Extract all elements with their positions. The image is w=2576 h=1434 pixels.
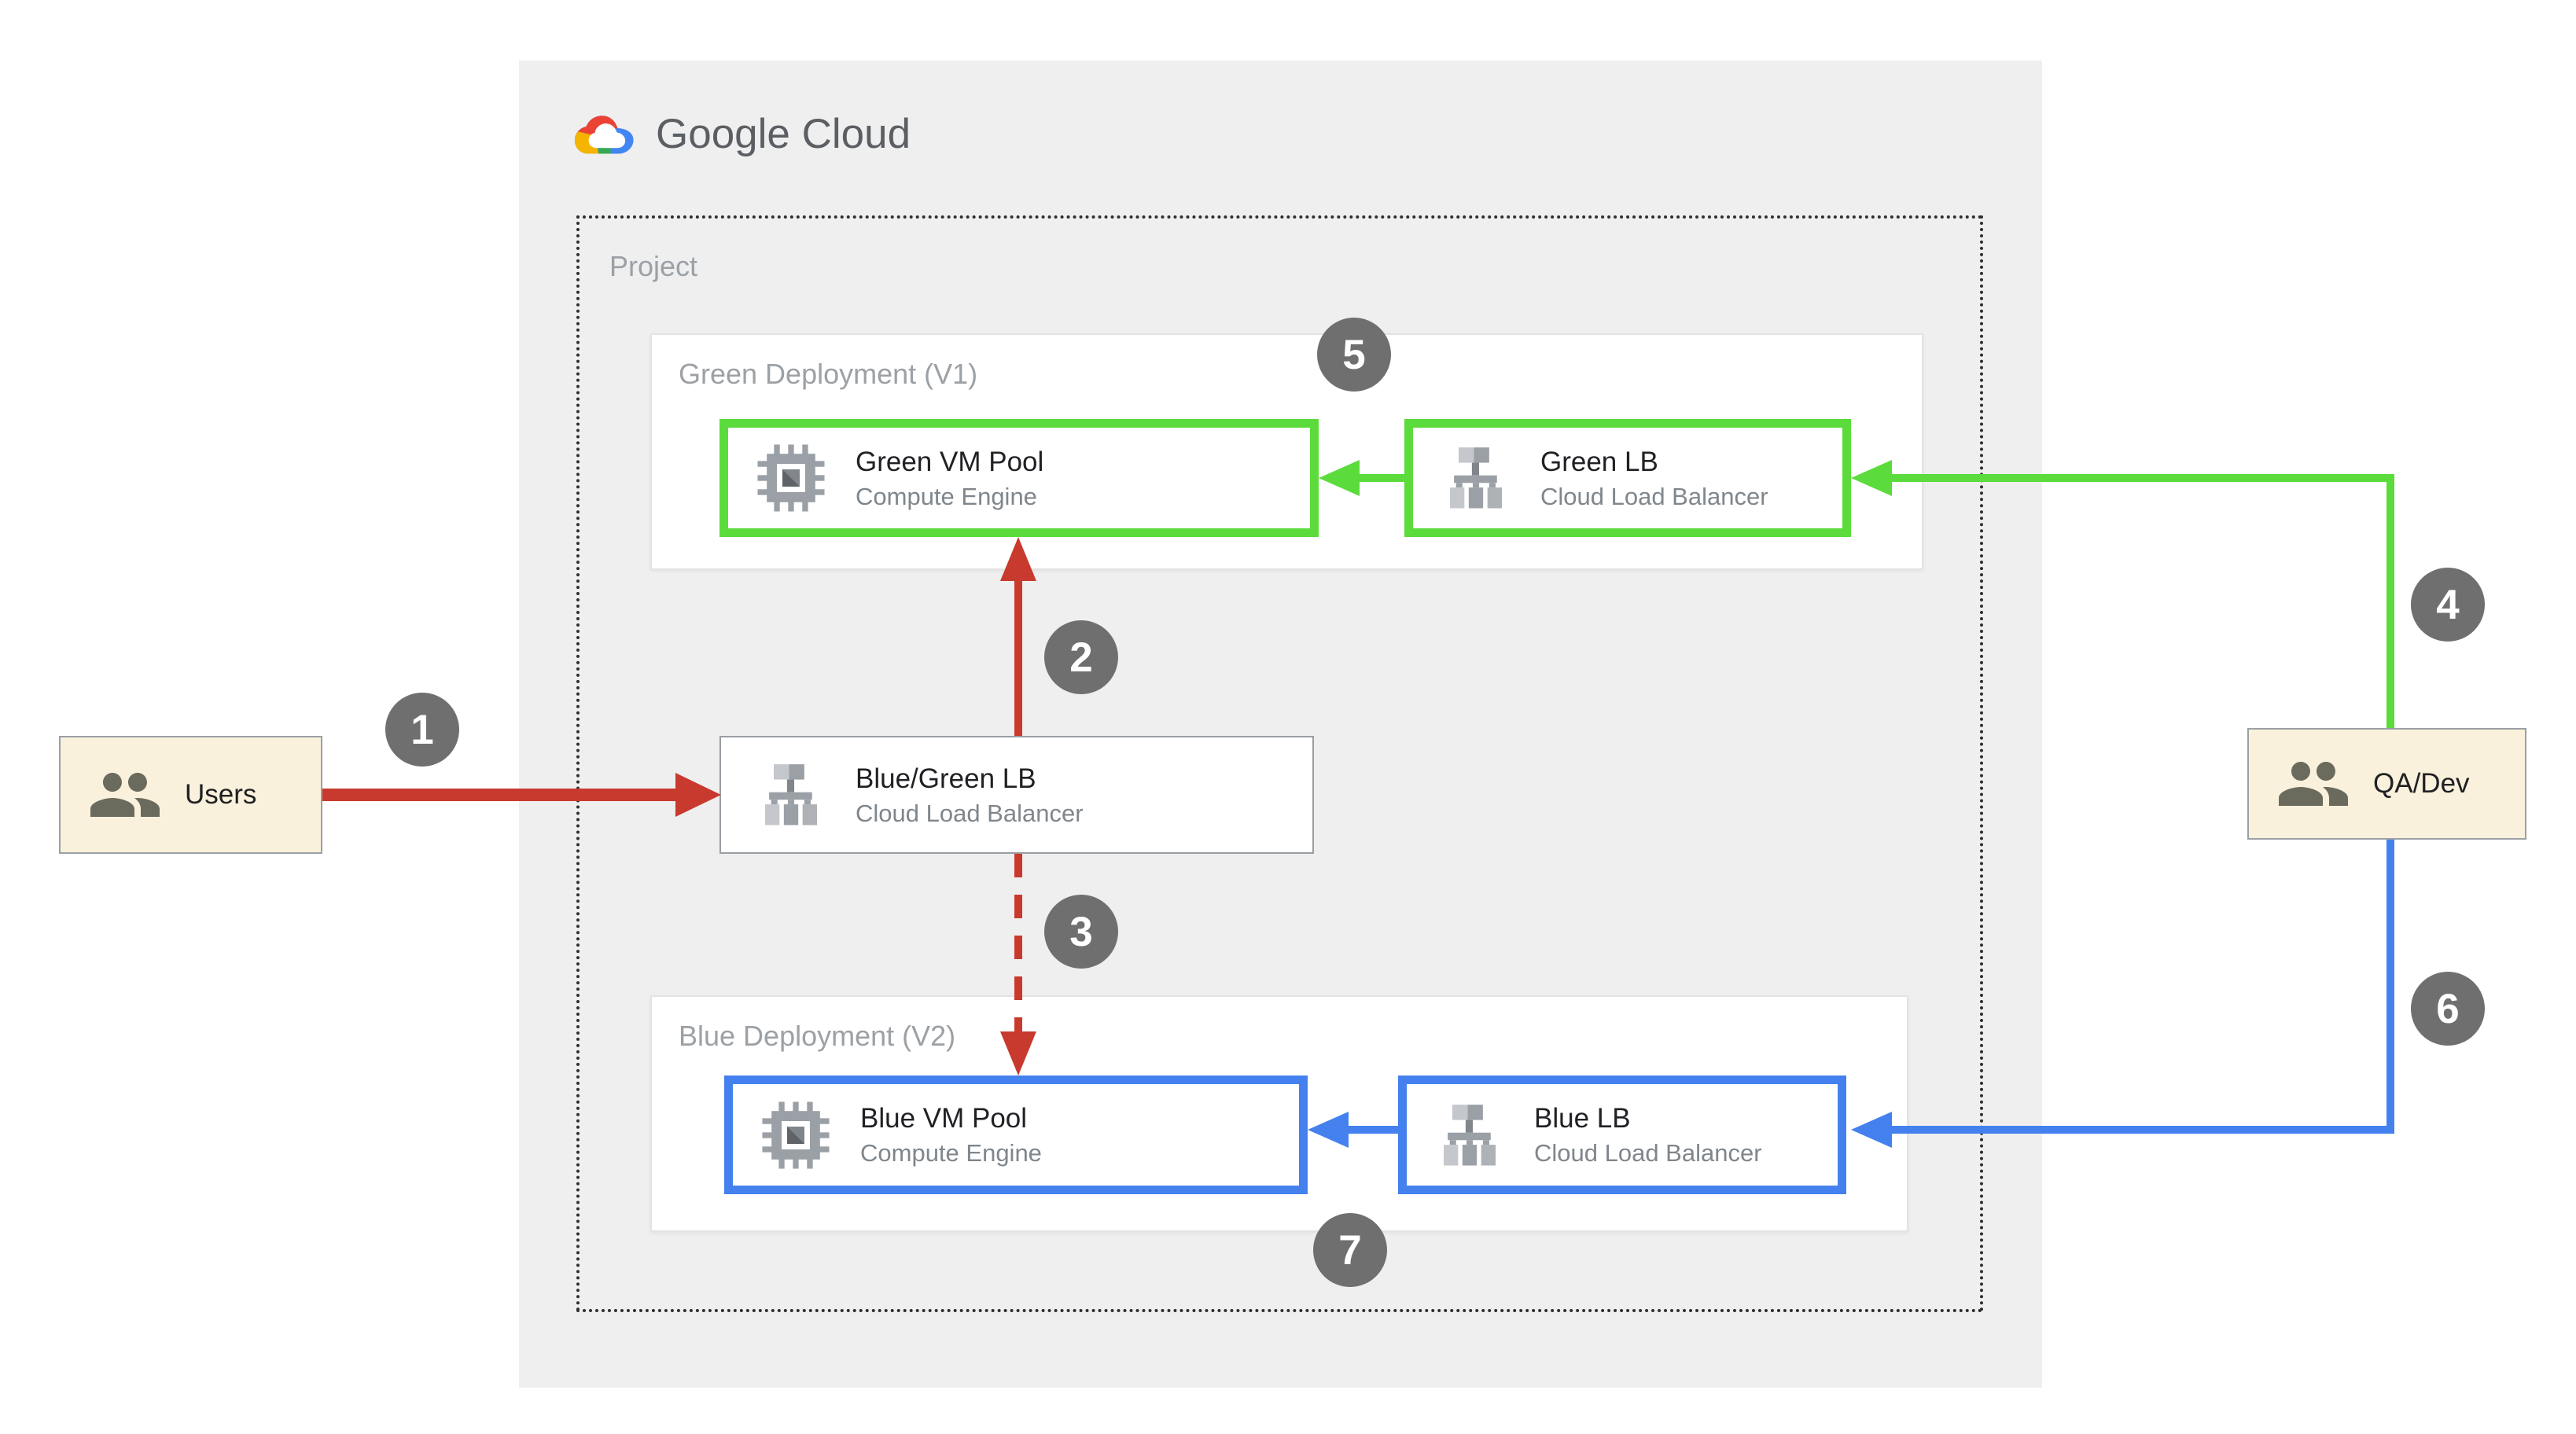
- node-text: Blue VM Pool Compute Engine: [860, 1100, 1042, 1170]
- compute-engine-icon: [756, 443, 826, 513]
- node-blue-green-lb: Blue/Green LB Cloud Load Balancer: [719, 736, 1314, 854]
- node-subtitle: Compute Engine: [860, 1139, 1042, 1167]
- step-number: 3: [1069, 908, 1093, 955]
- arrow-green-lb-to-green-vm-shaft: [1360, 474, 1404, 482]
- arrow-users-to-bluegreen-lb-head: [675, 773, 721, 817]
- node-title: Blue/Green LB: [856, 763, 1036, 794]
- node-subtitle: Cloud Load Balancer: [1540, 482, 1768, 510]
- load-balancer-icon: [756, 760, 826, 829]
- arrow-qa-to-green-lb-head: [1851, 460, 1892, 496]
- actor-label: QA/Dev: [2373, 768, 2470, 799]
- node-subtitle: Cloud Load Balancer: [1534, 1139, 1762, 1167]
- load-balancer-icon: [1435, 1101, 1504, 1170]
- node-blue-vm-pool: Blue VM Pool Compute Engine: [724, 1076, 1308, 1194]
- actor-qa-dev: QA/Dev: [2247, 728, 2526, 840]
- arrow-qa-to-blue-lb-head: [1851, 1112, 1892, 1148]
- arrow-bluegreen-lb-to-blue-vm-head: [1000, 1031, 1036, 1076]
- step-badge-7: 7: [1313, 1213, 1387, 1287]
- arrow-users-to-bluegreen-lb-shaft: [322, 789, 675, 801]
- step-number: 4: [2436, 581, 2460, 628]
- step-number: 1: [410, 706, 434, 753]
- blue-deployment-label: Blue Deployment (V2): [679, 1020, 956, 1052]
- step-number: 7: [1338, 1226, 1362, 1274]
- step-badge-4: 4: [2411, 568, 2485, 642]
- arrow-bluegreen-lb-to-green-vm-head: [1000, 537, 1036, 581]
- people-icon: [2276, 746, 2351, 822]
- node-title: Green VM Pool: [856, 446, 1044, 477]
- actor-users: Users: [59, 736, 322, 854]
- node-subtitle: Cloud Load Balancer: [856, 799, 1084, 827]
- step-badge-1: 1: [385, 693, 459, 767]
- people-icon: [87, 757, 163, 833]
- step-badge-3: 3: [1044, 895, 1118, 969]
- node-green-lb: Green LB Cloud Load Balancer: [1404, 419, 1851, 537]
- step-badge-6: 6: [2411, 972, 2485, 1046]
- step-number: 6: [2436, 985, 2460, 1032]
- green-deployment-label: Green Deployment (V1): [679, 358, 978, 390]
- node-text: Green LB Cloud Load Balancer: [1540, 443, 1768, 513]
- google-cloud-logo: Google Cloud: [574, 110, 911, 158]
- project-label: Project: [609, 250, 698, 282]
- step-badge-2: 2: [1044, 620, 1118, 694]
- step-number: 2: [1069, 634, 1093, 681]
- node-green-vm-pool: Green VM Pool Compute Engine: [719, 419, 1319, 537]
- node-title: Blue LB: [1534, 1103, 1631, 1134]
- node-text: Blue/Green LB Cloud Load Balancer: [856, 760, 1084, 830]
- step-badge-5: 5: [1317, 318, 1391, 392]
- arrow-blue-lb-to-blue-vm-head: [1308, 1112, 1349, 1148]
- node-blue-lb: Blue LB Cloud Load Balancer: [1398, 1076, 1846, 1194]
- node-text: Green VM Pool Compute Engine: [856, 443, 1043, 513]
- actor-label: Users: [185, 779, 257, 810]
- arrow-blue-lb-to-blue-vm-shaft: [1349, 1126, 1398, 1134]
- arrow-qa-to-green-lb-vertical: [2386, 474, 2394, 728]
- step-number: 5: [1342, 331, 1366, 378]
- load-balancer-icon: [1441, 443, 1511, 513]
- arrow-bluegreen-lb-to-green-vm-shaft: [1014, 579, 1022, 736]
- node-title: Blue VM Pool: [860, 1103, 1028, 1134]
- google-cloud-wordmark: Google Cloud: [656, 111, 911, 157]
- node-title: Green LB: [1540, 446, 1658, 477]
- arrow-green-lb-to-green-vm-head: [1319, 460, 1360, 496]
- project-boundary: [576, 215, 1983, 1312]
- node-text: Blue LB Cloud Load Balancer: [1534, 1100, 1762, 1170]
- arrow-qa-to-green-lb-shaft: [1890, 474, 2394, 482]
- arrow-qa-to-blue-lb-vertical: [2386, 840, 2394, 1134]
- node-subtitle: Compute Engine: [856, 482, 1037, 510]
- google-cloud-logo-icon: [574, 116, 634, 154]
- arrow-qa-to-blue-lb-shaft: [1892, 1126, 2394, 1134]
- compute-engine-icon: [761, 1101, 830, 1170]
- arrow-bluegreen-lb-to-blue-vm-dashed-shaft: [1014, 854, 1022, 1033]
